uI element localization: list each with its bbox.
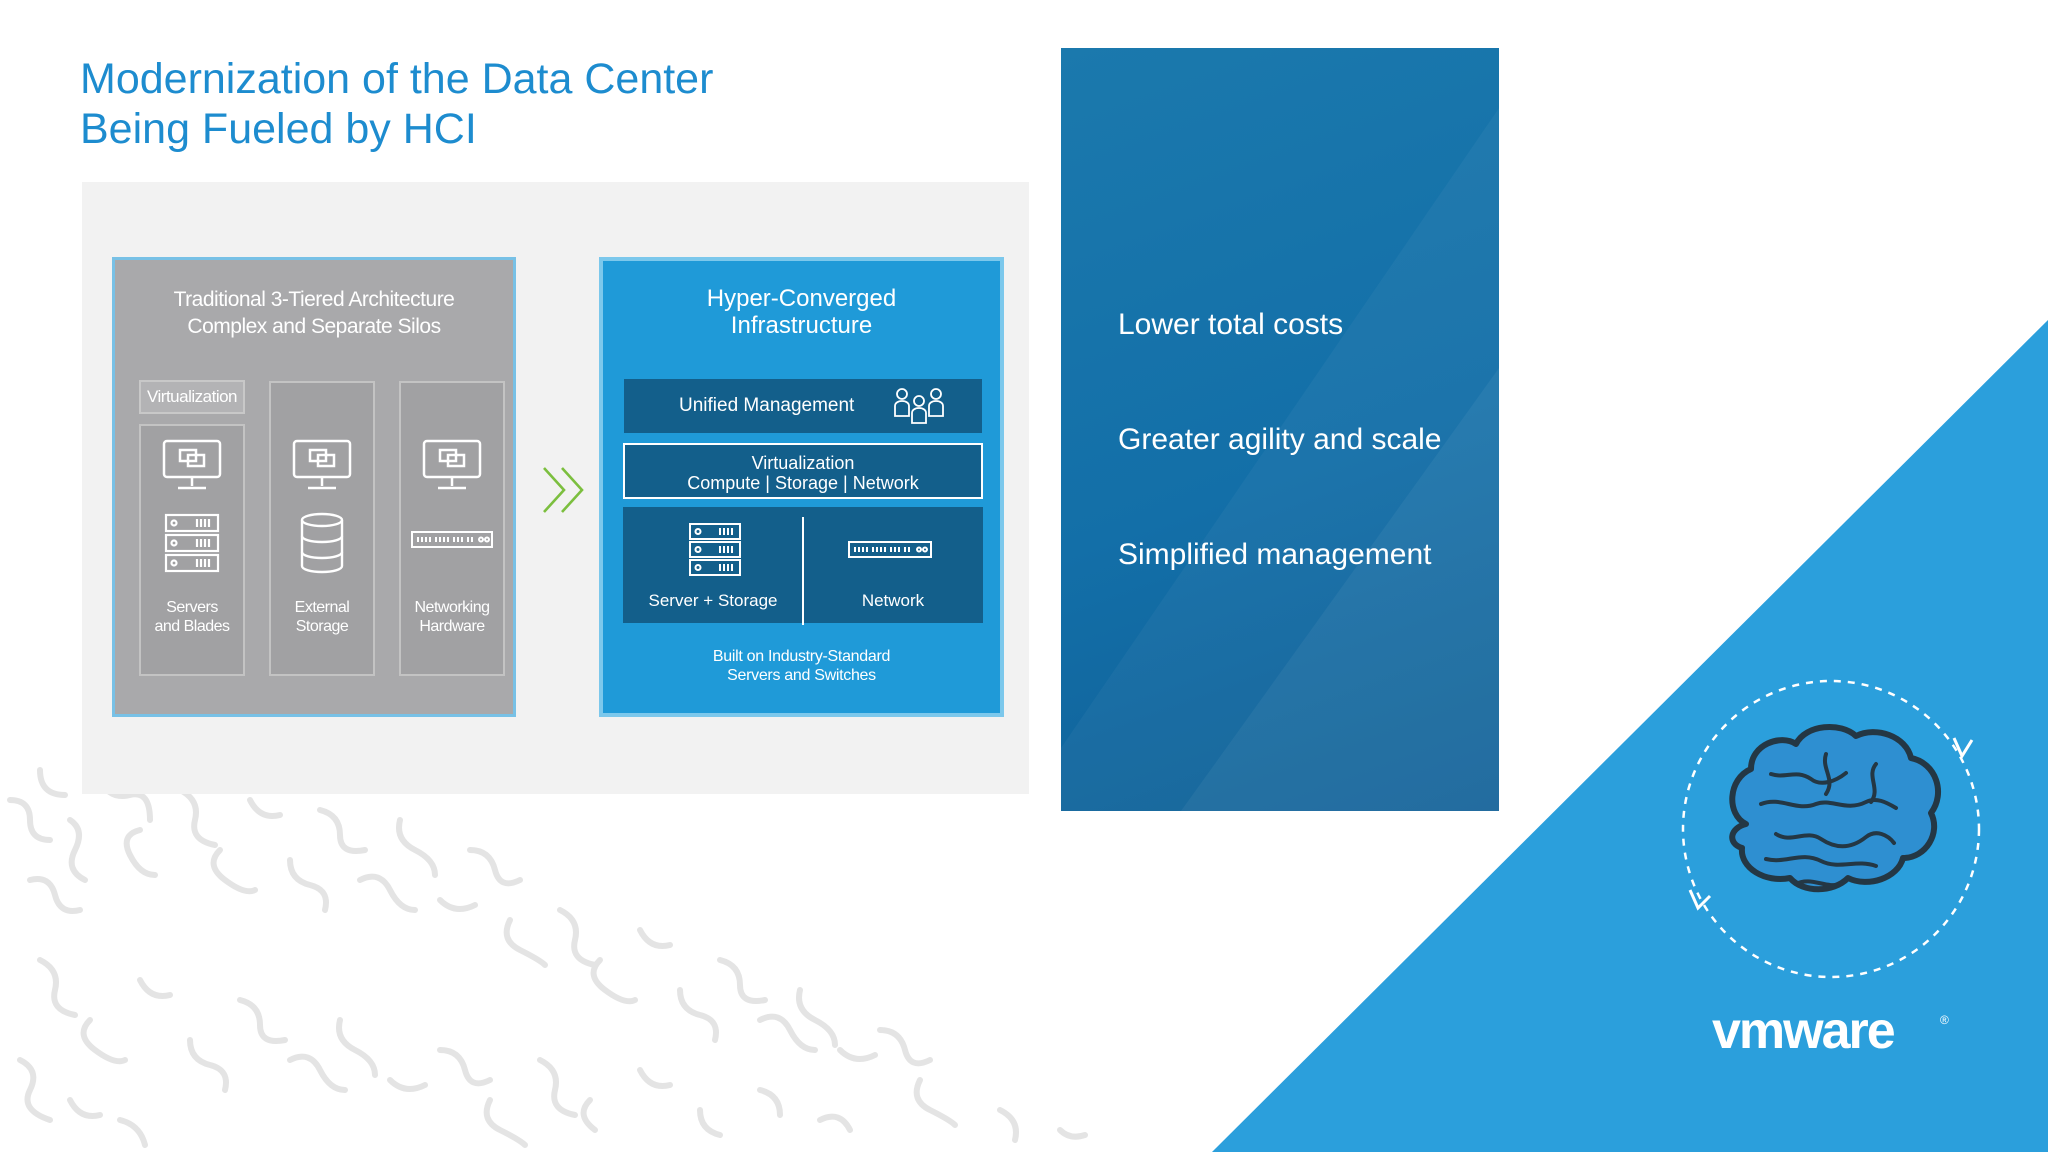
networking-hardware-label: Networking Hardware <box>401 598 503 636</box>
virtualization-box-line-1: Virtualization <box>751 453 855 473</box>
benefit-simplified-management: Simplified management <box>1118 538 1432 571</box>
unified-management-label: Unified Management <box>679 395 855 416</box>
traditional-architecture-panel: Traditional 3-Tiered Architecture Comple… <box>112 257 516 717</box>
traditional-title-line-2: Complex and Separate Silos <box>187 315 441 338</box>
hci-title-line-1: Hyper-Converged <box>706 285 897 312</box>
hci-title-line-2: Infrastructure <box>730 312 873 339</box>
monitor-icon <box>422 439 482 490</box>
networking-label-line-2: Hardware <box>419 618 485 635</box>
panel-stripes-decoration <box>1061 108 1499 811</box>
network-switch-icon <box>848 541 932 558</box>
virtualization-label: Virtualization <box>139 380 245 414</box>
virtualization-box: Virtualization Compute | Storage | Netwo… <box>623 443 983 499</box>
networking-hardware-column: Networking Hardware <box>399 381 505 676</box>
double-chevron-right-icon <box>543 467 584 513</box>
title-line-1: Modernization of the Data Center <box>80 55 714 103</box>
hardware-box: Server + Storage Network <box>623 507 983 625</box>
brain-icon <box>1681 679 1981 979</box>
svg-text:®: ® <box>1940 1013 1949 1027</box>
server-rack-icon <box>689 523 741 576</box>
hci-footer-line-1: Built on Industry-Standard <box>712 648 891 665</box>
vmware-logo: vmware ® <box>1712 1004 1949 1060</box>
servers-column: Servers and Blades <box>139 424 245 676</box>
monitor-icon <box>162 439 222 490</box>
database-icon <box>300 512 344 574</box>
hardware-divider <box>802 517 804 625</box>
network-label: Network <box>861 591 925 610</box>
benefit-agility-scale: Greater agility and scale <box>1118 423 1442 456</box>
traditional-title: Traditional 3-Tiered Architecture Comple… <box>115 286 513 340</box>
external-storage-column: External Storage <box>269 381 375 676</box>
page-title: Modernization of the Data Center Being F… <box>80 54 980 154</box>
monitor-icon <box>292 439 352 490</box>
hci-footer-line-2: Servers and Switches <box>727 667 876 684</box>
networking-label-line-1: Networking <box>414 599 490 616</box>
benefit-lower-costs: Lower total costs <box>1118 308 1344 341</box>
servers-label-line-2: and Blades <box>154 618 230 635</box>
traditional-title-line-1: Traditional 3-Tiered Architecture <box>173 288 455 311</box>
circuit-pattern-decoration <box>7 767 1088 1148</box>
external-storage-label-line-1: External <box>294 599 350 616</box>
servers-label-line-1: Servers <box>166 599 218 616</box>
server-storage-label: Server + Storage <box>648 591 778 610</box>
svg-text:vmware: vmware <box>1712 1004 1895 1060</box>
unified-management-bar: Unified Management <box>624 379 982 433</box>
servers-label: Servers and Blades <box>141 598 243 636</box>
network-switch-icon <box>411 531 493 548</box>
server-rack-icon <box>164 513 220 573</box>
benefits-panel: Lower total costs Greater agility and sc… <box>1061 48 1499 811</box>
users-icon <box>894 388 944 424</box>
virtualization-box-line-2: Compute | Storage | Network <box>687 473 919 493</box>
external-storage-label: External Storage <box>271 598 373 636</box>
hci-footer: Built on Industry-Standard Servers and S… <box>603 647 1000 685</box>
external-storage-label-line-2: Storage <box>295 618 349 635</box>
title-line-2: Being Fueled by HCI <box>80 105 477 153</box>
hci-panel: Hyper-Converged Infrastructure Unified M… <box>599 257 1004 717</box>
hci-title: Hyper-Converged Infrastructure <box>603 285 1000 339</box>
